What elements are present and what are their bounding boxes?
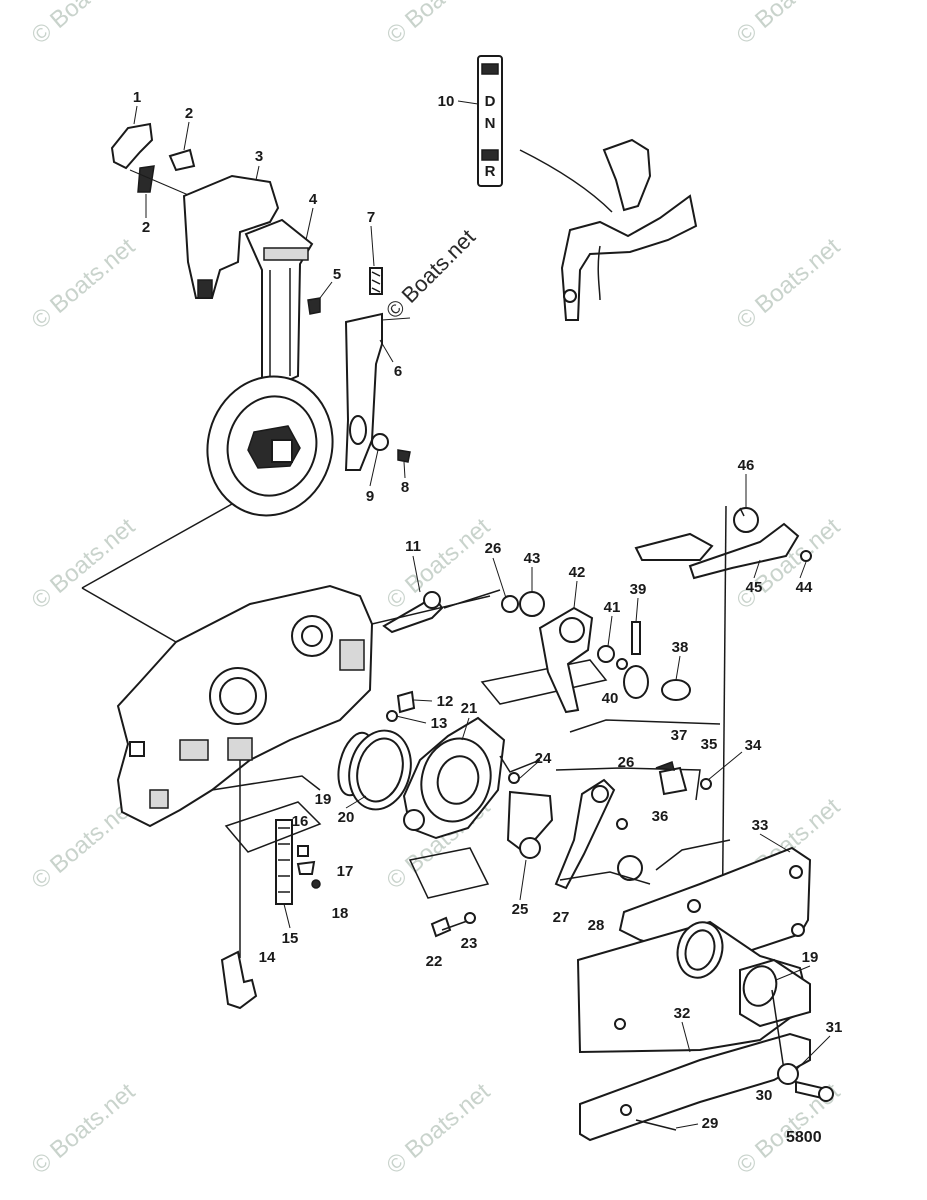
callout-18: 18 — [332, 905, 349, 922]
callout-11: 11 — [405, 538, 421, 555]
callout-13: 13 — [431, 715, 448, 732]
callout-12: 12 — [437, 693, 454, 710]
center-watermark: © Boats.net — [381, 224, 480, 323]
callout-7: 7 — [367, 209, 375, 226]
callout-22: 22 — [426, 953, 443, 970]
watermark: © Boats.net — [382, 0, 496, 50]
callout-37: 37 — [671, 727, 688, 744]
callout-38: 38 — [672, 639, 689, 656]
callout-19b: 19 — [802, 949, 819, 966]
callout-36: 36 — [652, 808, 669, 825]
callout-46: 46 — [738, 457, 755, 474]
callout-33: 33 — [752, 817, 769, 834]
leader-lines — [133, 100, 831, 1129]
callout-32: 32 — [674, 1005, 691, 1022]
handle-assembly — [110, 122, 334, 517]
callout-40: 40 — [602, 690, 619, 707]
callout-3: 3 — [255, 148, 263, 165]
callout-5: 5 — [333, 266, 341, 283]
callout-14: 14 — [259, 949, 276, 966]
watermark: © Boats.net — [27, 1078, 141, 1180]
callout-2: 2 — [185, 105, 193, 122]
shift-label-letter-d: D — [485, 93, 496, 110]
small-parts-left — [224, 589, 501, 905]
callout-45: 45 — [746, 579, 763, 596]
callout-41: 41 — [604, 599, 621, 616]
watermark: © Boats.net — [732, 0, 846, 50]
callout-26b: 26 — [618, 754, 635, 771]
watermark: © Boats.net — [27, 233, 141, 335]
callout-42: 42 — [569, 564, 586, 581]
callout-17: 17 — [337, 863, 354, 880]
callout-26: 26 — [485, 540, 502, 557]
main-housing — [81, 503, 374, 1010]
callout-24: 24 — [535, 750, 552, 767]
callout-39: 39 — [630, 581, 647, 598]
callout-43: 43 — [524, 550, 541, 567]
watermark: © Boats.net — [27, 0, 141, 50]
bracket-assembly — [344, 267, 411, 471]
callout-23: 23 — [461, 935, 478, 952]
callout-35: 35 — [701, 736, 718, 753]
callout-15: 15 — [282, 930, 299, 947]
callout-44: 44 — [796, 579, 813, 596]
callout-16: 16 — [292, 813, 309, 830]
lever-parts-right — [480, 591, 731, 890]
callout-6: 6 — [394, 363, 402, 380]
callout-21: 21 — [461, 700, 478, 717]
shift-label-and-inset: D N R — [477, 55, 698, 321]
callout-29: 29 — [702, 1115, 719, 1132]
watermark: © Boats.net — [382, 1078, 496, 1180]
callout-34: 34 — [745, 737, 762, 754]
callout-20: 20 — [338, 809, 355, 826]
shift-label-letter-r: R — [485, 163, 496, 180]
cover-plates — [576, 846, 834, 1142]
callout-10: 10 — [438, 93, 455, 110]
figure-number: 5800 — [786, 1129, 822, 1146]
gear-and-cam-parts — [337, 716, 554, 938]
callout-9: 9 — [366, 488, 374, 505]
shift-label-letter-n: N — [485, 115, 496, 132]
callout-labels: 1 2 2 3 4 5 6 7 8 9 10 11 12 13 14 15 16… — [133, 89, 843, 1132]
callout-27: 27 — [553, 909, 570, 926]
callout-2b: 2 — [142, 219, 150, 236]
callout-31: 31 — [826, 1019, 843, 1036]
callout-19: 19 — [315, 791, 332, 808]
watermark: © Boats.net — [732, 233, 846, 335]
callout-25: 25 — [512, 901, 529, 918]
callout-30: 30 — [756, 1087, 773, 1104]
callout-4: 4 — [309, 191, 318, 208]
callout-28: 28 — [588, 917, 605, 934]
callout-1: 1 — [133, 89, 141, 106]
watermark: © Boats.net — [27, 513, 141, 615]
callout-8: 8 — [401, 479, 409, 496]
